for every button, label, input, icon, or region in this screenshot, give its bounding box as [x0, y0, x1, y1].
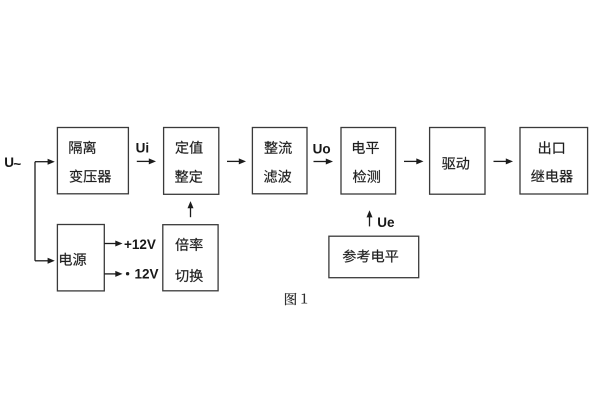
svg-text:Ue: Ue — [377, 215, 395, 230]
svg-text:U: U — [4, 155, 14, 170]
svg-text:12V: 12V — [135, 266, 159, 281]
svg-text:~: ~ — [13, 157, 21, 172]
svg-text:+12V: +12V — [124, 237, 156, 252]
svg-text:Ui: Ui — [136, 140, 150, 155]
svg-text:Uo: Uo — [313, 141, 331, 156]
